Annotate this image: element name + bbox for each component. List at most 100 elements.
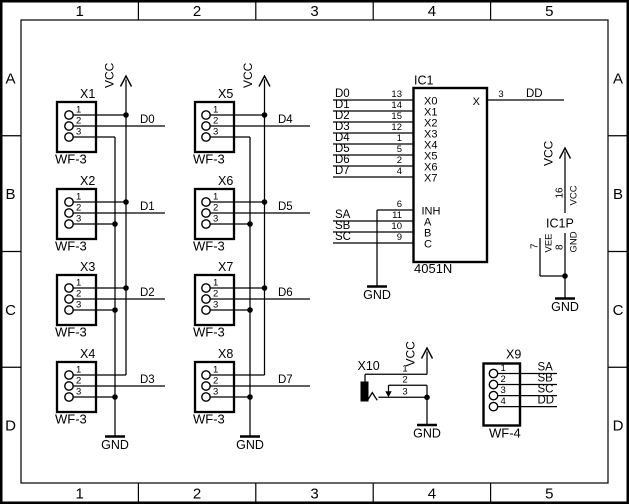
connector-name: X8 xyxy=(218,347,233,361)
connector-outline xyxy=(193,100,236,154)
vcc-label: VCC xyxy=(241,62,255,88)
pin-circle xyxy=(64,283,74,293)
ic-pin-name: C xyxy=(424,239,432,251)
net-label: D5 xyxy=(335,143,350,155)
pin-circle xyxy=(488,401,499,412)
pin-number: 3 xyxy=(76,387,81,398)
pin-circle xyxy=(64,132,74,142)
pin-number: 15 xyxy=(391,111,402,122)
frame-row-label: A xyxy=(613,70,623,87)
pin-number: 7 xyxy=(530,243,541,249)
pin-number: 2 xyxy=(213,116,218,127)
pin-number: 11 xyxy=(392,210,402,221)
connector-name: X3 xyxy=(80,260,95,274)
ic-pin-name: X2 xyxy=(424,118,437,130)
net-label: SC xyxy=(538,384,554,396)
power-pin-name: VEE xyxy=(544,233,555,252)
gnd-label: GND xyxy=(101,438,129,452)
connector-name: X5 xyxy=(218,87,233,101)
net-label: D2 xyxy=(335,110,350,122)
ic-name: IC1 xyxy=(414,74,434,88)
ic-pin-name: X3 xyxy=(424,129,437,141)
net-label: D3 xyxy=(335,121,350,133)
ic-pin-name: X1 xyxy=(424,107,437,119)
net-label: D0 xyxy=(335,88,350,100)
pin-circle xyxy=(64,208,74,218)
pin-number: 2 xyxy=(397,155,402,166)
ic-value: 4051N xyxy=(414,261,452,276)
net-label: SA xyxy=(538,362,554,374)
connector-value: WF-3 xyxy=(55,412,87,427)
pin-number: 1 xyxy=(213,105,218,116)
net-label: DD xyxy=(538,395,555,407)
connector-name: X7 xyxy=(218,260,233,274)
pin-number: 2 xyxy=(213,289,218,300)
net-label: D1 xyxy=(140,201,155,213)
pin-number: 1 xyxy=(76,365,81,376)
vcc-arrow-icon xyxy=(258,74,271,87)
junction-dot xyxy=(424,394,430,401)
net-label: D5 xyxy=(278,201,293,213)
frame-column-label: 5 xyxy=(545,3,553,20)
vcc-label: VCC xyxy=(542,140,556,166)
frame-row-label: D xyxy=(613,418,624,435)
vcc-label: VCC xyxy=(404,341,418,367)
pin-number: 3 xyxy=(213,127,218,138)
pin-number: 12 xyxy=(391,122,402,133)
connector-value: WF-3 xyxy=(193,412,225,427)
ic-outline xyxy=(412,86,489,264)
pin-circle xyxy=(64,392,74,402)
pin-number: 9 xyxy=(397,232,402,243)
pin-number: 1 xyxy=(397,133,402,144)
pin-number: 8 xyxy=(555,244,566,250)
pin-number: 2 xyxy=(213,376,218,387)
pin-number: 2 xyxy=(213,203,218,214)
pin-circle xyxy=(64,110,74,120)
frame-row-label: D xyxy=(5,418,16,435)
connector-value: WF-3 xyxy=(193,325,225,340)
net-label: D2 xyxy=(140,287,155,299)
connector-outline xyxy=(55,273,98,327)
connector-value: WF-3 xyxy=(55,239,87,254)
pin-circle xyxy=(64,381,74,391)
connector-value: WF-3 xyxy=(55,152,87,167)
pin-circle xyxy=(201,294,211,304)
pin-number: 2 xyxy=(501,374,506,385)
pin-number: 3 xyxy=(213,387,218,398)
pin-circle xyxy=(488,390,499,401)
connector-value: WF-3 xyxy=(193,152,225,167)
frame-column-label: 2 xyxy=(193,3,201,20)
frame-column-label: 4 xyxy=(428,3,436,20)
ic-name: IC1P xyxy=(546,217,574,231)
pin-circle xyxy=(201,370,211,380)
connector-name: X10 xyxy=(358,359,380,373)
pin-circle xyxy=(488,379,499,390)
pin-number: 1 xyxy=(213,192,218,203)
jack-switch-arrowhead-icon xyxy=(385,391,392,398)
frame-column-label: 5 xyxy=(545,486,553,503)
frame-column-label: 1 xyxy=(76,486,84,503)
pin-number: 3 xyxy=(76,300,81,311)
connector-name: X1 xyxy=(80,87,95,101)
pin-number: 1 xyxy=(76,278,81,289)
pin-number: 4 xyxy=(397,166,402,177)
frame-row-label: A xyxy=(5,70,15,87)
pin-circle xyxy=(64,219,74,229)
pin-number: 1 xyxy=(76,192,81,203)
net-label: D7 xyxy=(335,165,350,177)
gnd-label: GND xyxy=(236,438,264,452)
net-label: D6 xyxy=(335,154,350,166)
pin-number: 4 xyxy=(501,396,506,407)
frame-row-label: B xyxy=(5,186,15,203)
pin-circle xyxy=(201,110,211,120)
connector-name: X6 xyxy=(218,174,233,188)
pin-number: 2 xyxy=(76,376,81,387)
frame-column-label: 3 xyxy=(310,486,318,503)
gnd-label: GND xyxy=(363,288,391,302)
jack-tip-contact-icon xyxy=(366,391,378,401)
frame-row-label: C xyxy=(5,302,16,319)
pin-number: 2 xyxy=(76,116,81,127)
pin-number: 16 xyxy=(555,187,566,199)
